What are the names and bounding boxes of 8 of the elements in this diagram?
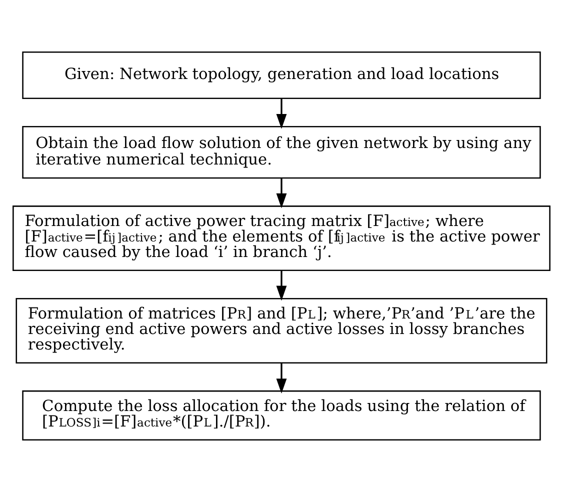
node-box: Given: Network topology, generation and load locations bbox=[22, 51, 541, 98]
node-box: Obtain the load flow solution of the given network by using any iterative numerical technique. bbox=[22, 125, 541, 178]
node-box: Formulation of matrices [PR] and [PL]; where,’PR’and ’PL’are the receiving end active powers and active losses in lossy branches respectively. bbox=[16, 298, 548, 363]
arrow bbox=[276, 178, 287, 208]
arrow bbox=[276, 98, 287, 128]
arrow bbox=[276, 362, 287, 394]
arrow bbox=[276, 270, 287, 300]
node-box: Compute the loss allocation for the loads using the relation of [PLOSS]i=[F]active*([PL]./[PR]). bbox=[22, 390, 541, 440]
